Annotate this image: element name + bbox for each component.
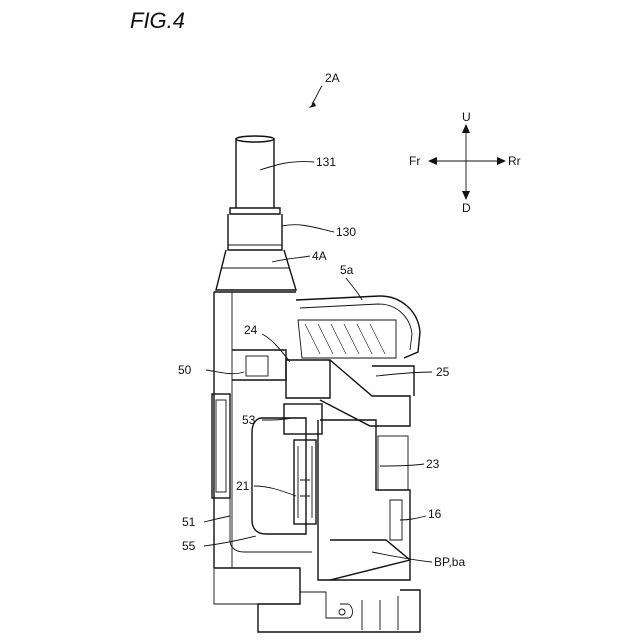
reference-labels: 131 130 4A 5a 24 25 50 53 23 21 16 51 55… xyxy=(178,155,465,569)
bottom-pin xyxy=(339,609,345,615)
block-24 xyxy=(286,360,330,398)
label-24: 24 xyxy=(244,323,258,337)
label-51: 51 xyxy=(182,515,196,529)
circuit-21-detail xyxy=(298,446,312,518)
label-16: 16 xyxy=(428,507,442,521)
leader-130 xyxy=(282,225,334,232)
block-25-link xyxy=(320,360,410,426)
label-bp-ba: BP,ba xyxy=(434,555,465,569)
assembly-ref-leader xyxy=(312,86,322,104)
mouthpiece-top xyxy=(236,136,274,142)
compass-down-arrow xyxy=(462,191,470,200)
label-55: 55 xyxy=(182,539,196,553)
compass-up-arrow xyxy=(462,124,470,133)
bottom-base xyxy=(214,568,420,632)
element-53 xyxy=(284,404,322,434)
compass-front-label: Fr xyxy=(409,154,420,168)
leader-21 xyxy=(254,486,296,496)
label-131: 131 xyxy=(316,155,336,169)
label-53: 53 xyxy=(242,413,256,427)
label-4a: 4A xyxy=(312,249,327,263)
leader-131 xyxy=(260,162,314,170)
battery-bp xyxy=(330,540,410,580)
circuit-21 xyxy=(294,440,316,524)
bottom-ribs xyxy=(362,596,398,630)
leader-25 xyxy=(376,372,432,376)
compass-rear-arrow xyxy=(497,157,506,165)
bottom-base-left xyxy=(214,568,258,604)
label-130: 130 xyxy=(336,225,356,239)
left-rail-step xyxy=(232,350,286,380)
compass-up-label: U xyxy=(462,110,471,124)
leader-16 xyxy=(400,516,426,520)
collar-ring-top xyxy=(230,208,280,214)
label-23: 23 xyxy=(426,457,440,471)
direction-compass: U D Fr Rr xyxy=(409,110,521,215)
figure-title: FIG.4 xyxy=(130,8,185,33)
label-21: 21 xyxy=(236,479,250,493)
left-side-panel-inner xyxy=(216,400,226,492)
device-drawing xyxy=(212,136,420,632)
leader-51 xyxy=(204,516,230,522)
body-23-side-block xyxy=(378,436,408,490)
leader-23 xyxy=(380,464,424,466)
label-50: 50 xyxy=(178,363,192,377)
cap-taper xyxy=(216,250,296,290)
leader-4a xyxy=(272,256,310,262)
leader-50 xyxy=(206,370,244,374)
left-rail-slot xyxy=(246,356,268,376)
compass-rear-label: Rr xyxy=(508,154,521,168)
compass-front-arrow xyxy=(428,157,437,165)
lid-inner-contour xyxy=(300,304,412,350)
compass-down-label: D xyxy=(462,201,471,215)
label-25: 25 xyxy=(436,365,450,379)
mouthpiece-sides xyxy=(236,138,274,208)
assembly-ref-label: 2A xyxy=(325,71,340,85)
label-5a: 5a xyxy=(340,263,354,277)
block-25-top xyxy=(372,366,414,396)
lid-hatching xyxy=(305,324,385,354)
